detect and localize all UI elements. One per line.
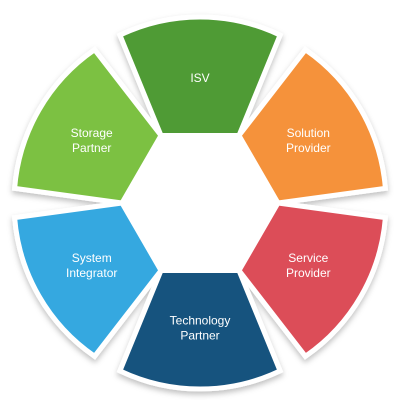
segment-system-integrator xyxy=(11,200,165,360)
segment-storage-partner xyxy=(11,46,165,206)
segment-label-line: Integrator xyxy=(66,266,117,280)
segment-label-line: Service xyxy=(288,251,328,265)
segment-technology-partner xyxy=(116,268,284,392)
segment-label-line: Provider xyxy=(286,266,331,280)
segment-solution-provider xyxy=(235,46,389,206)
segment-label-line: ISV xyxy=(190,71,209,85)
segment-label-line: Partner xyxy=(72,141,111,155)
segment-label-line: Technology xyxy=(170,314,231,328)
segment-label-line: Provider xyxy=(286,141,331,155)
segment-service-provider xyxy=(235,200,389,360)
segment-isv xyxy=(116,14,284,138)
segment-label-line: Partner xyxy=(180,329,219,343)
center-hexagon xyxy=(122,135,278,271)
ring-segments xyxy=(11,14,389,392)
segment-label-line: Solution xyxy=(287,126,330,140)
segment-label-line: System xyxy=(72,251,112,265)
segment-label-line: Storage xyxy=(71,126,113,140)
segment-label-isv: ISV xyxy=(190,71,209,85)
